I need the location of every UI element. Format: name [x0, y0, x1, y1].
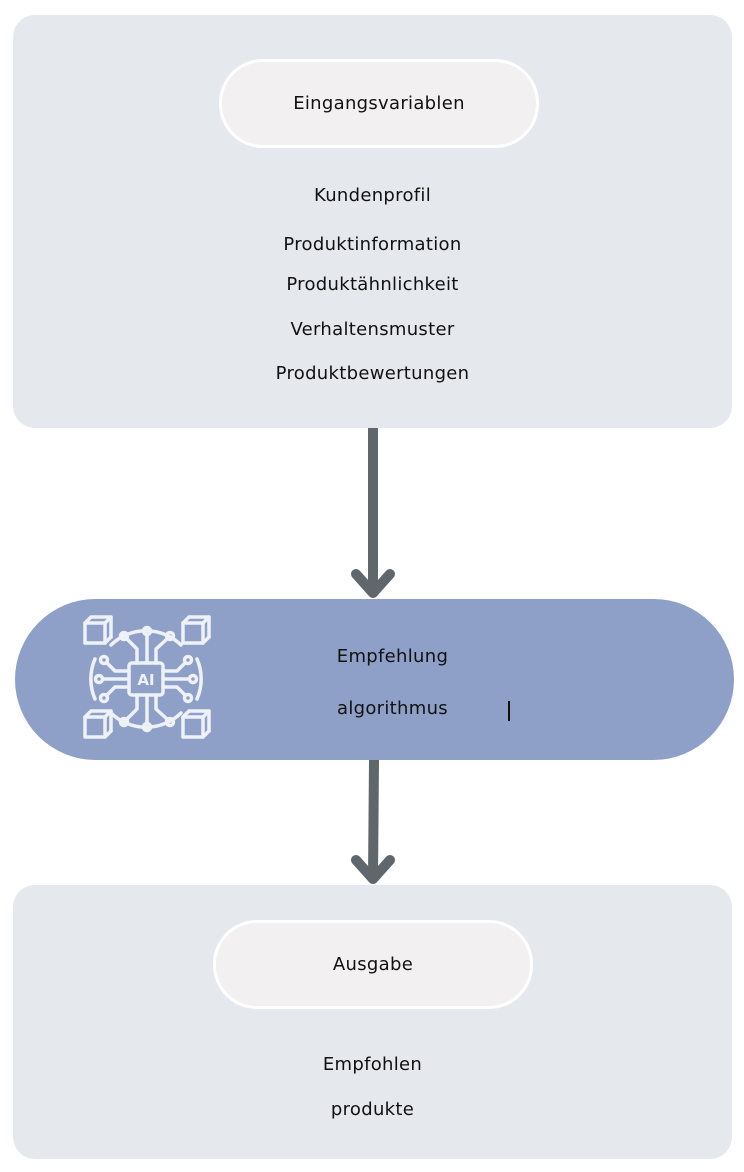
recommendation-algorithm-node: AI Empfehlung algorithmus: [15, 599, 734, 760]
text-cursor: [508, 701, 510, 721]
input-item-product-ratings: Produktbewertungen: [275, 363, 470, 384]
input-item-customer-profile: Kundenprofil: [313, 185, 431, 206]
output-line1: Empfohlen: [322, 1054, 423, 1075]
input-item-product-information: Produktinformation: [283, 234, 462, 255]
input-item-product-similarity: Produktähnlichkeit: [286, 274, 459, 295]
input-variables-panel: Eingangsvariablen Kundenprofil Produktin…: [13, 15, 732, 428]
ai-icon-label: AI: [137, 671, 154, 689]
output-title: Ausgabe: [213, 920, 533, 1009]
algorithm-label-line1: Empfehlung: [336, 646, 449, 667]
output-line2: produkte: [330, 1099, 415, 1120]
output-panel: Ausgabe Empfohlen produkte: [13, 885, 732, 1159]
algorithm-label-line2: algorithmus: [337, 698, 448, 719]
ai-chip-circuit-icon: AI: [83, 615, 211, 739]
input-variables-title: Eingangsvariablen: [219, 59, 539, 148]
arrow-down-icon: [351, 760, 395, 884]
input-item-behavior-patterns: Verhaltensmuster: [290, 319, 455, 340]
arrow-down-icon: [351, 428, 395, 598]
